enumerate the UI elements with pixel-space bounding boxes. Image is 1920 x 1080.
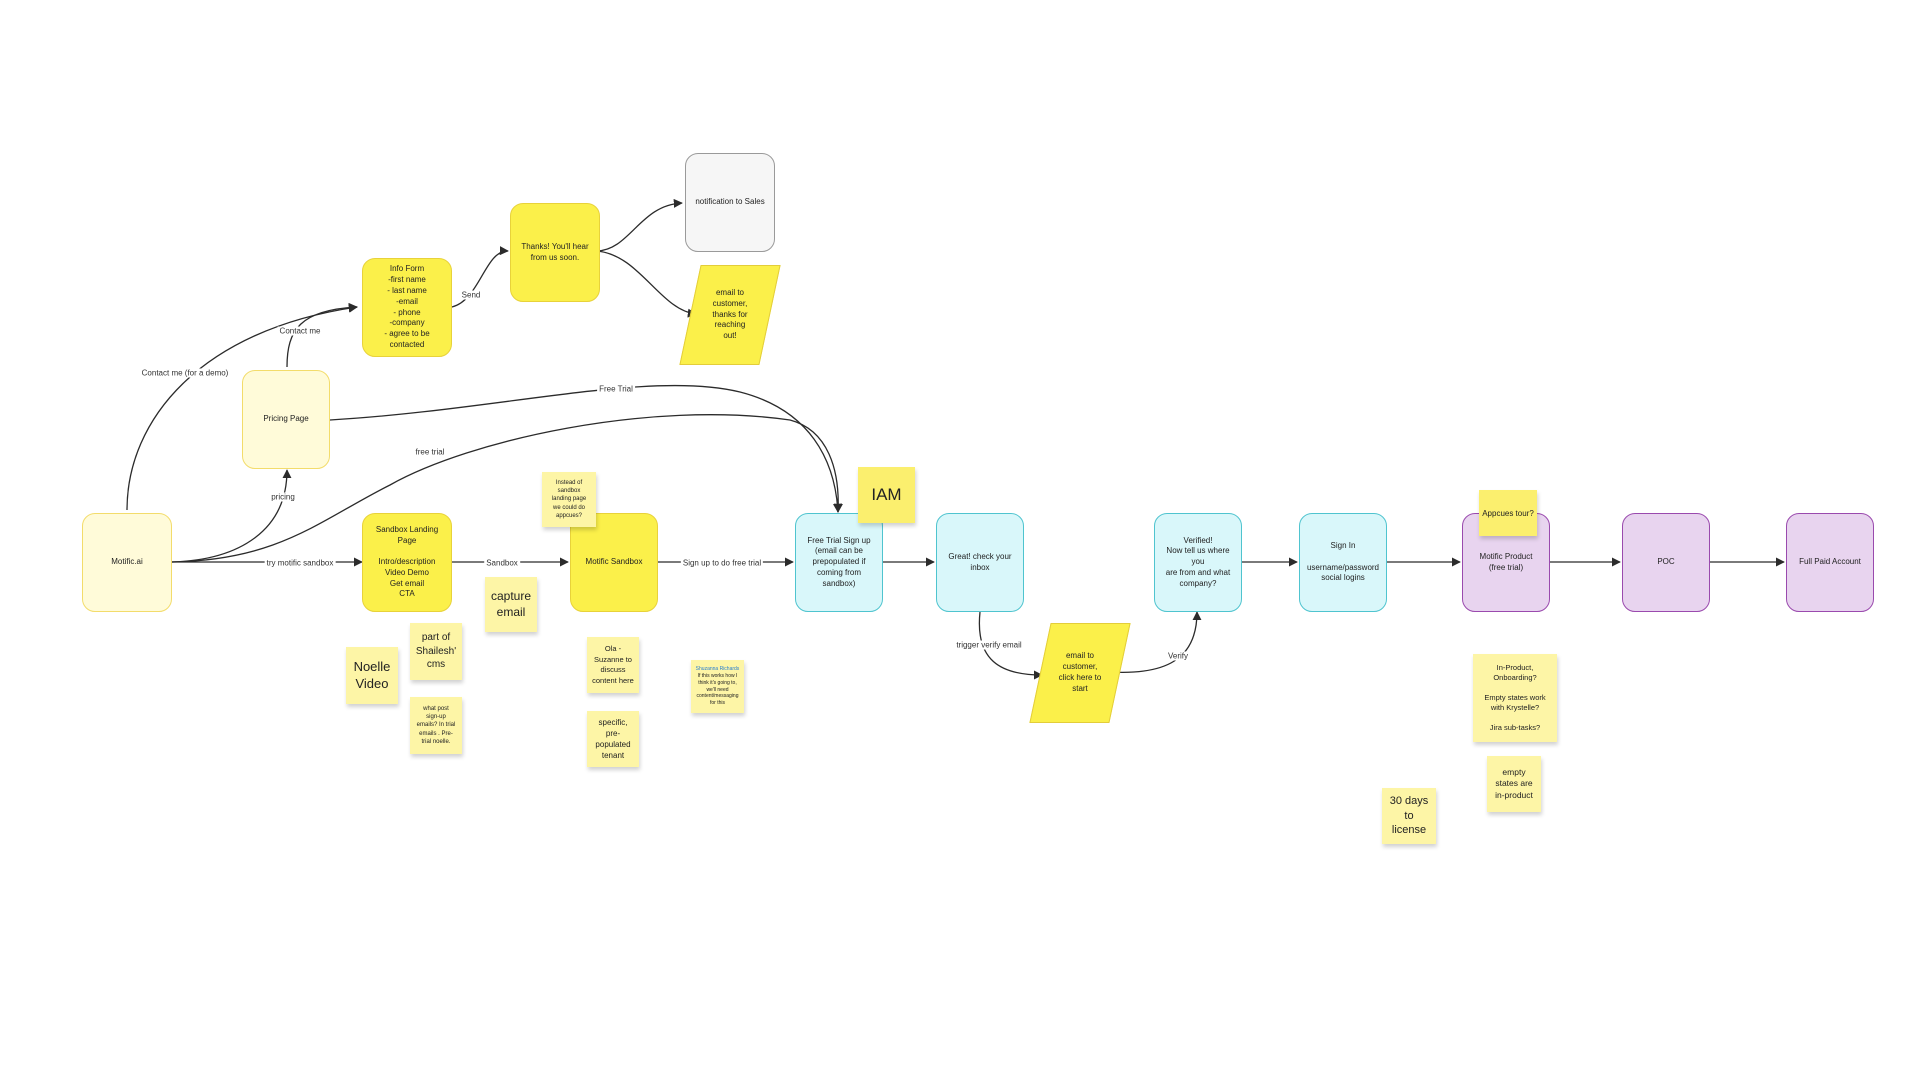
edge-pricing-to-free-trial	[329, 384, 843, 513]
node-email-verify[interactable]: email to customer, click here to start	[1029, 623, 1131, 723]
edge-motific-to-pricing	[171, 469, 292, 563]
email-thanks-text: email to customer, thanks for reaching o…	[712, 288, 748, 341]
edge-label-contact-demo: Contact me (for a demo)	[139, 368, 231, 378]
edge-label-send: Send	[459, 290, 483, 300]
edge-thanks-to-email-thanks	[596, 250, 697, 318]
node-motific-sandbox[interactable]: Motific Sandbox	[570, 513, 658, 612]
sticky-thirty-days[interactable]: 30 days to license	[1382, 788, 1436, 844]
node-sign-in[interactable]: Sign In username/password social logins	[1299, 513, 1387, 612]
sticky-instead-of[interactable]: Instead of sandbox landing page we could…	[542, 472, 596, 527]
node-free-trial-signup[interactable]: Free Trial Sign up (email can be prepopu…	[795, 513, 883, 612]
node-verified[interactable]: Verified! Now tell us where you are from…	[1154, 513, 1242, 612]
edge-label-sign-up: Sign up to do free trial	[680, 558, 764, 568]
sticky-specific-tenant[interactable]: specific, pre- populated tenant	[587, 711, 639, 767]
edge-label-contact-me: Contact me	[277, 326, 323, 336]
edge-check-inbox-to-email-verify	[978, 611, 1043, 680]
sticky-capture-email[interactable]: capture email	[485, 577, 537, 632]
sticky-iam[interactable]: IAM	[858, 467, 915, 523]
sticky-part-of-cms[interactable]: part of Shailesh' cms	[410, 623, 462, 680]
node-poc[interactable]: POC	[1622, 513, 1710, 612]
edge-pricing-to-info-form	[286, 302, 358, 368]
sticky-post-signup[interactable]: what post sign-up emails? In trial email…	[410, 697, 462, 754]
node-sandbox-landing[interactable]: Sandbox Landing Page Intro/description V…	[362, 513, 452, 612]
edge-motific-free-trial	[171, 414, 843, 563]
edge-label-try-sandbox: try motific sandbox	[264, 558, 336, 568]
sticky-in-product[interactable]: In-Product, Onboarding? Empty states wor…	[1473, 654, 1557, 742]
edge-label-verify: Verify	[1165, 651, 1191, 661]
node-email-thanks[interactable]: email to customer, thanks for reaching o…	[679, 265, 781, 365]
email-verify-text: email to customer, click here to start	[1058, 651, 1102, 693]
node-full-paid[interactable]: Full Paid Account	[1786, 513, 1874, 612]
edge-info-form-to-thanks	[451, 246, 509, 308]
sticky-suzanne-note[interactable]: Shuzanna Richards If this works how I th…	[691, 660, 744, 713]
sticky-ola-suzanne[interactable]: Ola - Suzanne to discuss content here	[587, 637, 639, 693]
sticky-appcues-tour[interactable]: Appcues tour?	[1479, 490, 1537, 536]
node-info-form[interactable]: Info Form -first name - last name -email…	[362, 258, 452, 357]
edge-label-free-trial-lower: free trial	[413, 447, 447, 457]
edge-thanks-to-notify-sales	[596, 198, 683, 252]
edge-label-pricing: pricing	[269, 492, 297, 502]
sticky-empty-states[interactable]: empty states are in-product	[1487, 756, 1541, 812]
node-check-inbox[interactable]: Great! check your inbox	[936, 513, 1024, 612]
edge-label-free-trial-caps: Free Trial	[597, 384, 635, 394]
edge-email-verify-to-verified	[1109, 611, 1202, 674]
sticky-suzanne-body: If this works how I think it's going to,…	[696, 673, 739, 706]
node-motific[interactable]: Motific.ai	[82, 513, 172, 612]
sticky-suzanne-author: Shuzanna Richards	[695, 666, 740, 673]
sticky-noelle-video[interactable]: Noelle Video	[346, 647, 398, 704]
edge-label-trigger-verify: trigger verify email	[954, 640, 1024, 650]
node-thanks[interactable]: Thanks! You'll hear from us soon.	[510, 203, 600, 302]
edge-motific-to-info-form	[126, 303, 358, 511]
edge-label-sandbox: Sandbox	[484, 558, 520, 568]
node-pricing-page[interactable]: Pricing Page	[242, 370, 330, 469]
node-notify-sales[interactable]: notification to Sales	[685, 153, 775, 252]
